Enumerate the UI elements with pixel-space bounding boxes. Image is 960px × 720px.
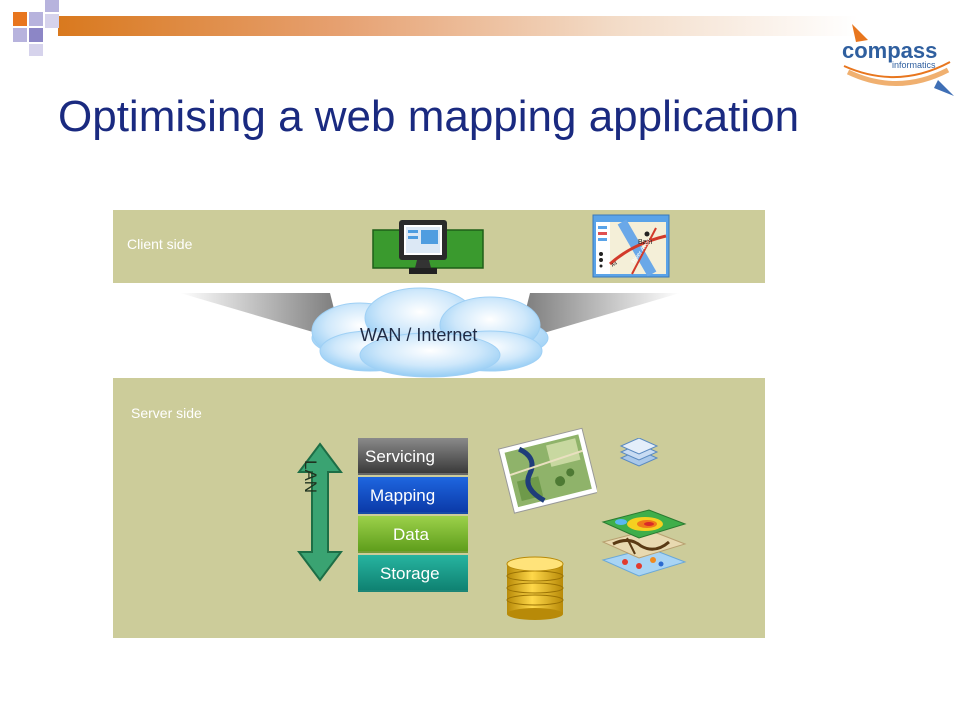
- aerial-map-icon: [497, 427, 597, 514]
- logo-brand-text: compass: [842, 38, 937, 63]
- deco-square: [29, 12, 43, 26]
- client-side-label: Client side: [127, 236, 193, 252]
- page-title: Optimising a web mapping application: [58, 92, 800, 141]
- logo-sub-text: informatics: [892, 60, 936, 70]
- layers-icon: [619, 438, 659, 467]
- layer-storage-label: Storage: [380, 564, 440, 583]
- lan-label: LAN: [301, 460, 320, 494]
- layer-servicing: Servicing: [358, 438, 468, 475]
- funnel-left: [180, 293, 340, 337]
- map-label-road: A4: [610, 260, 618, 268]
- map-label-bath: Bath: [638, 239, 653, 246]
- header-decoration: [13, 0, 858, 56]
- layer-storage: Storage: [358, 555, 468, 592]
- server-side-label: Server side: [131, 405, 202, 421]
- layer-mapping-label: Mapping: [370, 486, 436, 505]
- wan-internet-label: WAN / Internet: [360, 325, 478, 345]
- client-side-panel: Client side Bath River Avon A4: [113, 210, 765, 283]
- layer-servicing-label: Servicing: [365, 447, 435, 466]
- server-side-panel: Server side: [113, 378, 765, 638]
- layer-data-label: Data: [393, 525, 429, 544]
- deco-square: [13, 12, 27, 26]
- layer-data: Data: [358, 516, 468, 553]
- deco-square: [29, 44, 43, 56]
- map-layers-icon: [601, 509, 687, 577]
- lan-double-arrow: [297, 442, 343, 582]
- wan-cloud-diagram: [180, 287, 680, 378]
- cloud-icon: [311, 287, 549, 378]
- monitor-icon: [372, 220, 484, 274]
- deco-square: [45, 0, 59, 12]
- deco-square: [13, 28, 27, 42]
- compass-logo: compass informatics: [842, 24, 954, 96]
- funnel-right: [520, 293, 680, 337]
- database-icon: [506, 556, 564, 620]
- deco-square: [29, 28, 43, 42]
- deco-square: [45, 14, 59, 28]
- layer-mapping: Mapping: [358, 477, 468, 514]
- map-window-icon: Bath River Avon A4: [592, 214, 670, 278]
